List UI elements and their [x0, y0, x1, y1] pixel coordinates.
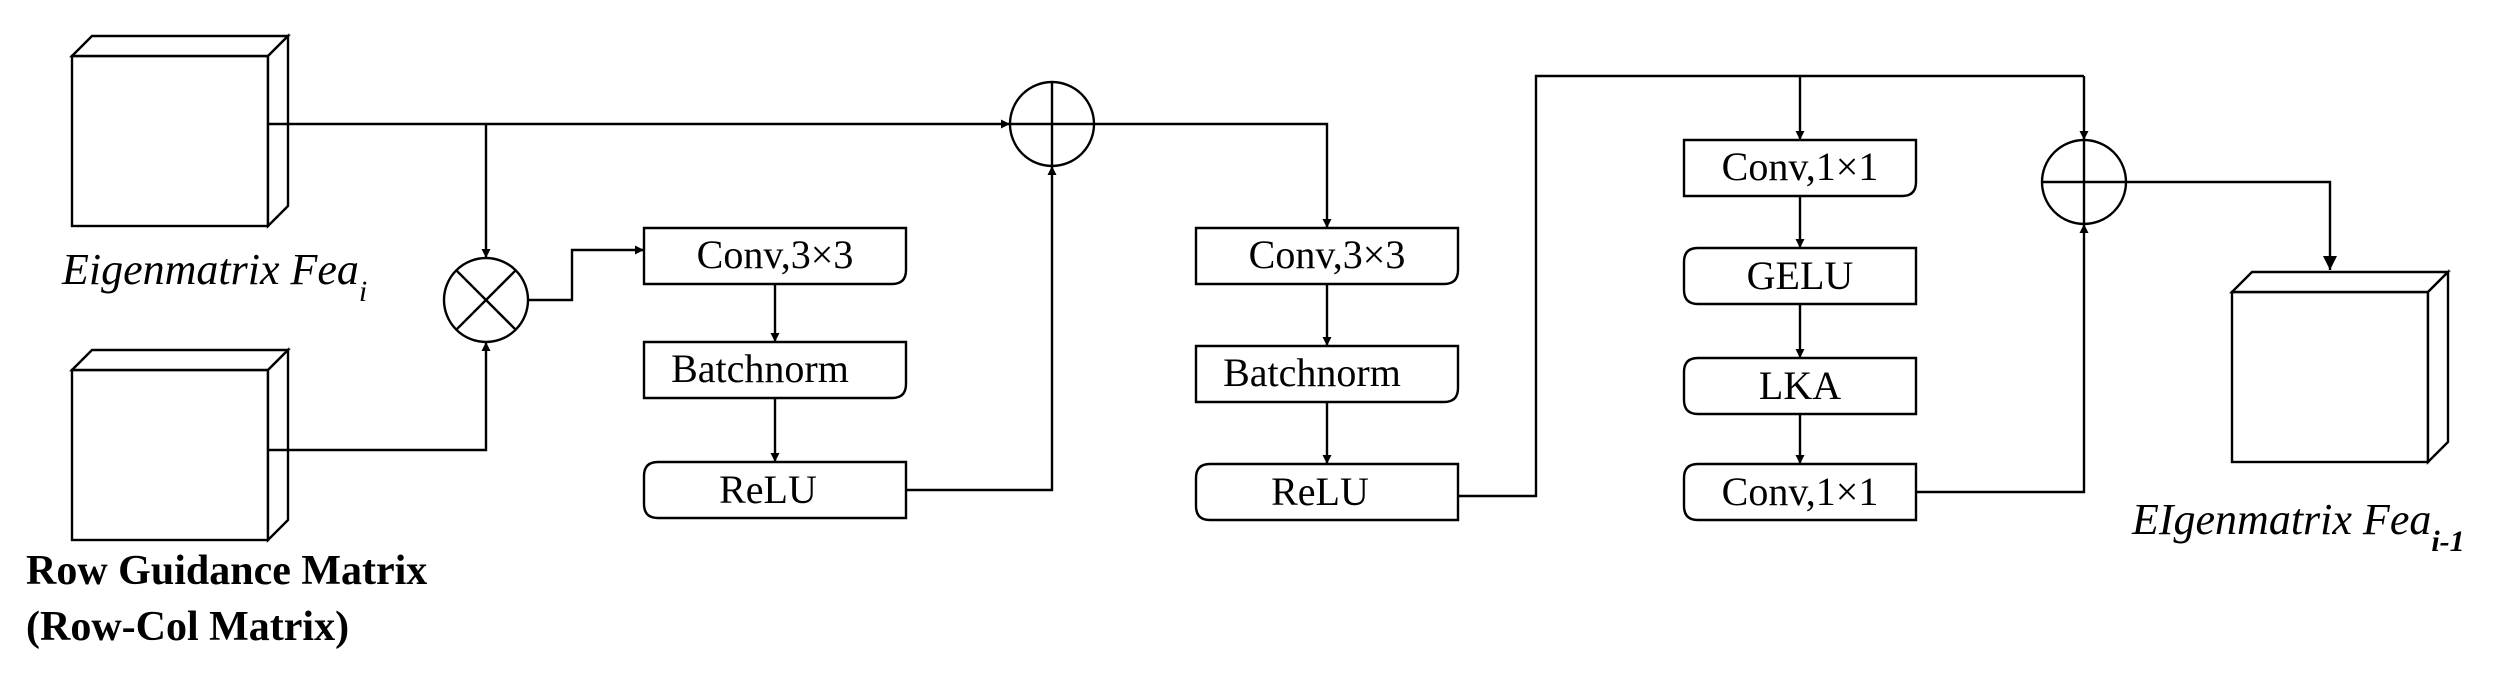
- branch3-lka-block: LKA: [1682, 356, 1918, 416]
- output-feature-label: EIgenmatrix Feai-1: [2131, 495, 2465, 558]
- guidance-matrix-label-line2: (Row-Col Matrix): [26, 604, 349, 650]
- connector: [1458, 74, 2084, 498]
- branch2-norm-label: Batchnorm: [1223, 350, 1401, 395]
- branch3-conv-in-block: Conv,1×1: [1682, 138, 1918, 198]
- branch2-relu-label: ReLU: [1271, 469, 1369, 514]
- connector: [528, 245, 644, 302]
- branch2-relu-block: ReLU: [1194, 462, 1460, 522]
- branch1-relu-block: ReLU: [642, 460, 908, 520]
- branch3-conv-in-label: Conv,1×1: [1722, 144, 1879, 189]
- connector: [1916, 224, 2089, 494]
- multiply-operator-icon: [442, 256, 530, 344]
- branch2-conv-block: Conv,3×3: [1194, 226, 1460, 286]
- branch1-conv-block: Conv,3×3: [642, 226, 908, 286]
- branch1-relu-label: ReLU: [719, 467, 817, 512]
- add-operator-icon: [2040, 138, 2128, 226]
- branch1-norm-label: Batchnorm: [671, 346, 849, 391]
- guidance-matrix-label-line1: Row Guidance Matrix: [26, 548, 427, 594]
- connector: [906, 166, 1057, 492]
- input-feature-cube: [69, 33, 291, 229]
- connector: [2126, 180, 2337, 270]
- output-feature-label-subscript: i-1: [2431, 525, 2464, 558]
- branch3-gelu-block: GELU: [1682, 246, 1918, 306]
- branch3-lka-label: LKA: [1759, 363, 1841, 408]
- output-feature-label-text: EIgenmatrix Fea: [2131, 495, 2431, 544]
- branch1-norm-block: Batchnorm: [642, 340, 908, 400]
- input-feature-label-subscript: i: [359, 275, 367, 308]
- connector: [1094, 122, 1332, 228]
- guidance-matrix-cube: [69, 347, 291, 543]
- connectors: [268, 74, 2337, 498]
- input-feature-label-text: Eigenmatrix Fea: [61, 245, 359, 294]
- branch1-conv-label: Conv,3×3: [697, 232, 854, 277]
- input-feature-label: Eigenmatrix Feai: [61, 245, 367, 308]
- branch3-gelu-label: GELU: [1747, 253, 1854, 298]
- connector: [268, 342, 491, 452]
- add-operator-icon: [1008, 80, 1096, 168]
- branch2-conv-label: Conv,3×3: [1249, 232, 1406, 277]
- output-feature-cube: [2229, 269, 2451, 465]
- branch2-norm-block: Batchnorm: [1194, 344, 1460, 404]
- branch3-conv-out-block: Conv,1×1: [1682, 462, 1918, 522]
- branch3-conv-out-label: Conv,1×1: [1722, 469, 1879, 514]
